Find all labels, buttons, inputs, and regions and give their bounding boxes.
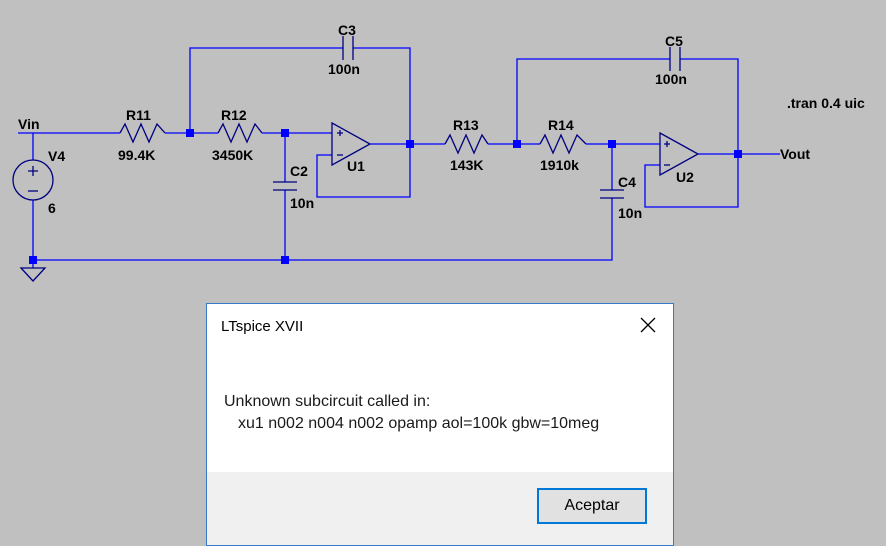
- close-icon: [640, 317, 656, 333]
- ground-symbol[interactable]: [19, 267, 47, 282]
- r14-name-label: R14: [548, 117, 574, 133]
- net-label-vin: Vin: [18, 116, 40, 132]
- c3-value-label: 100n: [328, 61, 360, 77]
- opamp-u1[interactable]: [331, 121, 372, 167]
- message-line-2: xu1 n002 n004 n002 opamp aol=100k gbw=10…: [238, 415, 600, 432]
- capacitor-c2[interactable]: [273, 181, 297, 191]
- u1-name-label: U1: [347, 158, 365, 174]
- v4-name-label: V4: [48, 148, 65, 164]
- dialog-title: LTspice XVII: [221, 318, 304, 335]
- resistor-r14[interactable]: [539, 133, 587, 155]
- c2-name-label: C2: [290, 163, 308, 179]
- close-button[interactable]: [631, 310, 665, 340]
- c4-name-label: C4: [618, 174, 636, 190]
- opamp-u2[interactable]: [659, 131, 700, 177]
- resistor-r12[interactable]: [217, 122, 263, 144]
- capacitor-c4[interactable]: [600, 189, 624, 199]
- error-dialog: LTspice XVII Unknown subcircuit called i…: [206, 303, 674, 546]
- c3-name-label: C3: [338, 22, 356, 38]
- r11-name-label: R11: [126, 107, 151, 123]
- schematic-canvas[interactable]: Vin Vout V4 6 R11 99.4K R12 3450K C2 10n…: [0, 0, 886, 300]
- u2-name-label: U2: [676, 169, 694, 185]
- dialog-message: Unknown subcircuit called in: xu1 n002 n…: [224, 391, 599, 435]
- c5-value-label: 100n: [655, 71, 687, 87]
- capacitor-c3[interactable]: [342, 36, 354, 60]
- c5-name-label: C5: [665, 33, 683, 49]
- c4-value-label: 10n: [618, 205, 642, 221]
- spice-directive[interactable]: .tran 0.4 uic: [787, 95, 865, 111]
- r12-name-label: R12: [221, 107, 247, 123]
- accept-button[interactable]: Aceptar: [537, 488, 647, 524]
- resistor-r11[interactable]: [119, 122, 166, 144]
- r14-value-label: 1910k: [540, 157, 579, 173]
- junction-nodes: [29, 129, 742, 264]
- voltage-source-v4[interactable]: [12, 159, 54, 201]
- v4-value-label: 6: [48, 200, 56, 216]
- resistor-r13[interactable]: [444, 133, 489, 155]
- r12-value-label: 3450K: [212, 147, 253, 163]
- r13-name-label: R13: [453, 117, 479, 133]
- r11-value-label: 99.4K: [118, 147, 155, 163]
- r13-value-label: 143K: [450, 157, 483, 173]
- message-line-1: Unknown subcircuit called in:: [224, 393, 431, 410]
- capacitor-c5[interactable]: [669, 47, 681, 71]
- c2-value-label: 10n: [290, 195, 314, 211]
- net-label-vout: Vout: [780, 146, 810, 162]
- dialog-footer: Aceptar: [207, 472, 673, 545]
